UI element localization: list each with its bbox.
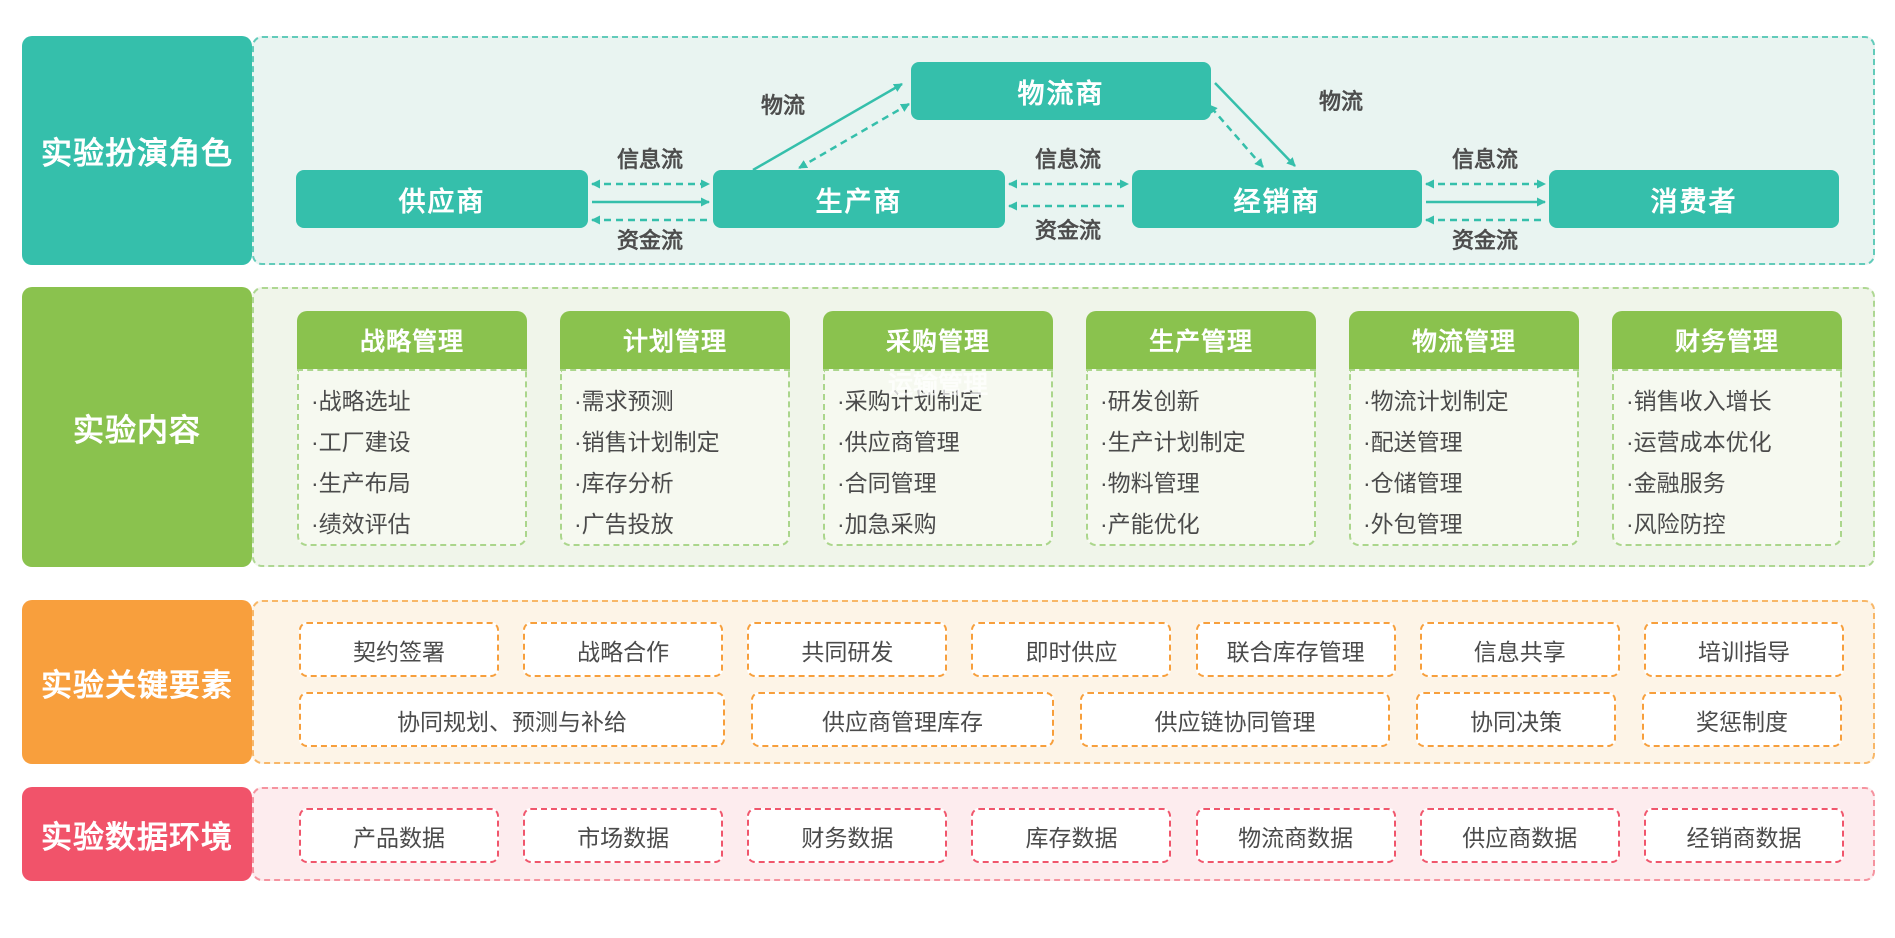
column-item: ·物流计划制定 [1363,388,1509,414]
element-box: 即时供应 [971,622,1172,677]
data-box: 库存数据 [971,808,1172,863]
flow-label-money: 资金流 [616,228,684,253]
data-box: 产品数据 [299,808,499,863]
element-box: 协同决策 [1416,692,1616,747]
column-item: ·销售计划制定 [574,429,720,455]
content-column-finance: 财务管理 ·销售收入增长 ·运营成本优化 ·金融服务 ·风险防控 [1612,311,1842,546]
column-body: ·需求预测 ·销售计划制定 ·库存分析 ·广告投放 [560,369,790,546]
flow-label-logistics-left: 物流 [760,93,806,118]
flow-label-money: 资金流 [1034,218,1102,243]
band-roles-sidebar-label: 实验扮演角色 [22,36,252,265]
flow-label-info: 信息流 [616,147,684,172]
column-header: 采购管理 [823,311,1053,369]
role-node-logistics: 物流商 [911,62,1211,120]
band-content-sidebar-label: 实验内容 [22,287,252,567]
column-item: ·广告投放 [574,511,674,537]
element-box: 供应商管理库存 [751,692,1054,747]
column-body: ·物流计划制定 ·配送管理 ·仓储管理 ·外包管理 [1349,369,1579,546]
column-item: ·需求预测 [574,388,674,414]
column-body: ·销售收入增长 ·运营成本优化 ·金融服务 ·风险防控 [1612,369,1842,546]
element-box: 共同研发 [747,622,948,677]
band-roles: 实验扮演角色 [0,36,1895,265]
elements-row-1: 契约签署 战略合作 共同研发 即时供应 联合库存管理 信息共享 培训指导 [299,622,1844,677]
band-elements: 实验关键要素 契约签署 战略合作 共同研发 即时供应 联合库存管理 信息共享 培… [0,600,1895,764]
band-data: 实验数据环境 产品数据 市场数据 财务数据 库存数据 物流商数据 供应商数据 经… [0,787,1895,881]
content-column-procurement: 采购管理 运输管理 ·采购计划制定 ·供应商管理 ·合同管理 ·加急采购 [823,311,1053,546]
column-body: 运输管理 ·采购计划制定 ·供应商管理 ·合同管理 ·加急采购 [823,369,1053,546]
column-item: ·生产布局 [311,470,411,496]
column-item: ·配送管理 [1363,429,1463,455]
column-body: ·战略选址 ·工厂建设 ·生产布局 ·绩效评估 [297,369,527,546]
band-roles-panel: 物流商 供应商 生产商 经销商 消费者 信息流 资金流 信息流 资金流 信息流 … [252,36,1875,265]
role-node-supplier: 供应商 [296,170,588,228]
arrow-distributor-logistics-dashed [1208,104,1264,168]
column-item: ·绩效评估 [311,511,411,537]
column-item: ·运营成本优化 [1626,429,1772,455]
column-item: ·供应商管理 [837,429,960,455]
column-header: 计划管理 [560,311,790,369]
column-item: ·加急采购 [837,511,937,537]
band-data-panel: 产品数据 市场数据 财务数据 库存数据 物流商数据 供应商数据 经销商数据 [252,787,1875,881]
column-item: ·金融服务 [1626,470,1726,496]
content-column-production: 生产管理 ·研发创新 ·生产计划制定 ·物料管理 ·产能优化 [1086,311,1316,546]
column-item: ·风险防控 [1626,511,1726,537]
flow-label-info: 信息流 [1034,147,1102,172]
column-item: ·合同管理 [837,470,937,496]
content-column-strategy: 战略管理 ·战略选址 ·工厂建设 ·生产布局 ·绩效评估 [297,311,527,546]
element-box: 信息共享 [1419,622,1620,677]
column-item: ·战略选址 [311,388,411,414]
role-node-producer: 生产商 [713,170,1005,228]
band-content-panel: 战略管理 ·战略选址 ·工厂建设 ·生产布局 ·绩效评估 计划管理 ·需求预测 … [252,287,1875,567]
data-box: 物流商数据 [1195,808,1396,863]
data-row: 产品数据 市场数据 财务数据 库存数据 物流商数据 供应商数据 经销商数据 [299,808,1844,863]
column-header: 物流管理 [1349,311,1579,369]
arrow-logistics-distributor-solid [1214,82,1296,167]
column-item: ·外包管理 [1363,511,1463,537]
column-item: ·物料管理 [1100,470,1200,496]
band-elements-panel: 契约签署 战略合作 共同研发 即时供应 联合库存管理 信息共享 培训指导 协同规… [252,600,1875,764]
column-body: ·研发创新 ·生产计划制定 ·物料管理 ·产能优化 [1086,369,1316,546]
column-header: 战略管理 [297,311,527,369]
flow-arrows [591,82,1546,225]
element-box: 战略合作 [523,622,724,677]
data-box: 市场数据 [523,808,724,863]
element-box: 协同规划、预测与补给 [299,692,725,747]
column-item: ·研发创新 [1100,388,1200,414]
role-node-consumer: 消费者 [1549,170,1839,228]
data-box: 经销商数据 [1643,808,1844,863]
element-box: 培训指导 [1643,622,1844,677]
role-node-distributor: 经销商 [1132,170,1422,228]
element-box: 联合库存管理 [1195,622,1396,677]
element-box: 供应链协同管理 [1080,692,1390,747]
band-elements-sidebar-label: 实验关键要素 [22,600,252,764]
arrow-logistics-producer-dashed [798,102,910,170]
flow-label-info: 信息流 [1451,147,1519,172]
content-columns: 战略管理 ·战略选址 ·工厂建设 ·生产布局 ·绩效评估 计划管理 ·需求预测 … [297,311,1842,546]
column-item: ·产能优化 [1100,511,1200,537]
element-box: 奖惩制度 [1642,692,1842,747]
element-box: 契约签署 [299,622,499,677]
flow-label-logistics-right: 物流 [1318,89,1364,114]
elements-row-2: 协同规划、预测与补给 供应商管理库存 供应链协同管理 协同决策 奖惩制度 [299,692,1842,747]
column-item: ·工厂建设 [311,429,411,455]
column-item: ·采购计划制定 [837,388,983,414]
content-column-planning: 计划管理 ·需求预测 ·销售计划制定 ·库存分析 ·广告投放 [560,311,790,546]
column-item: ·销售收入增长 [1626,388,1772,414]
band-content: 实验内容 战略管理 ·战略选址 ·工厂建设 ·生产布局 ·绩效评估 计划管理 ·… [0,287,1895,567]
data-box: 供应商数据 [1419,808,1620,863]
content-column-logistics: 物流管理 ·物流计划制定 ·配送管理 ·仓储管理 ·外包管理 [1349,311,1579,546]
data-box: 财务数据 [747,808,948,863]
band-data-sidebar-label: 实验数据环境 [22,787,252,881]
column-item: ·生产计划制定 [1100,429,1246,455]
column-item: ·仓储管理 [1363,470,1463,496]
column-header: 生产管理 [1086,311,1316,369]
flow-label-money: 资金流 [1451,228,1519,253]
column-item: ·库存分析 [574,470,674,496]
column-header: 财务管理 [1612,311,1842,369]
